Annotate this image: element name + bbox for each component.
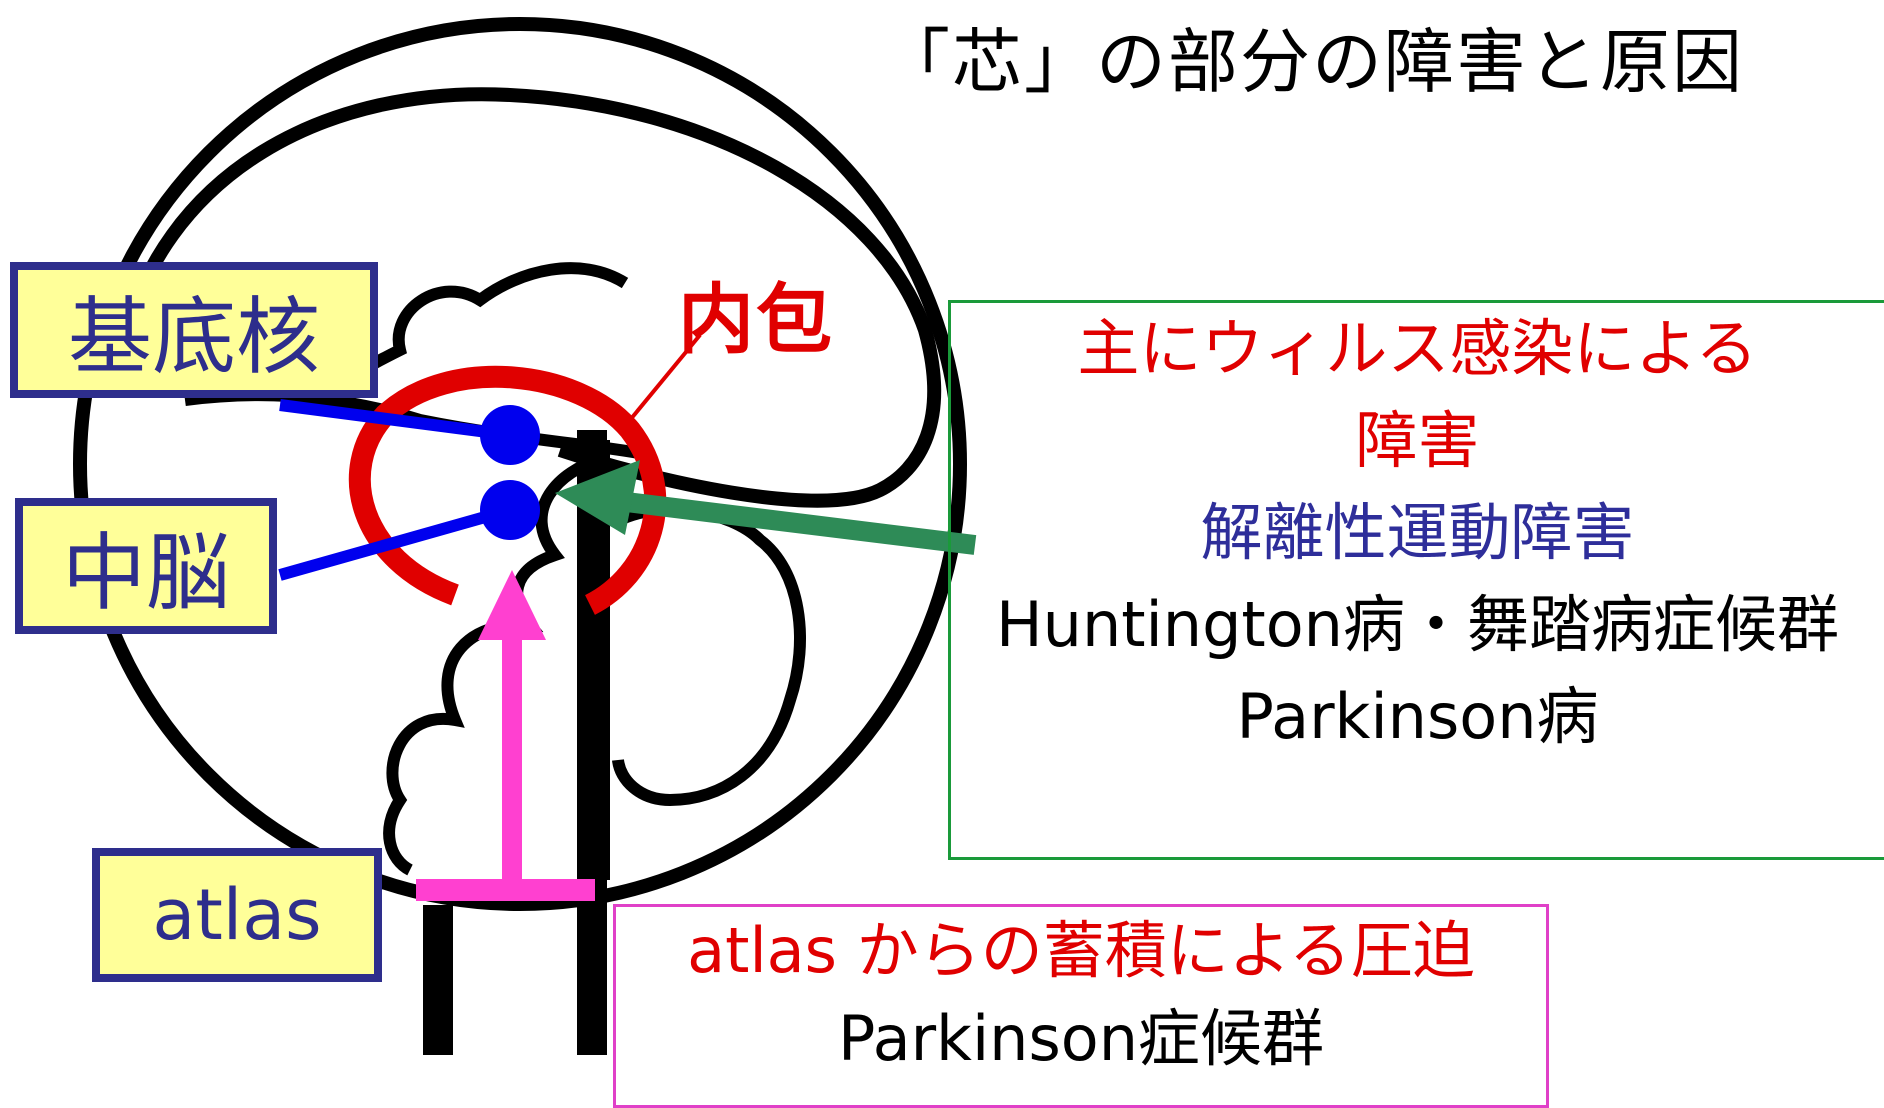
info-line-4: Huntington病・舞踏病症候群	[996, 588, 1839, 661]
basal-ganglia-dot	[480, 405, 540, 465]
cause-info-box: 主にウィルス感染による 障害 解離性運動障害 Huntington病・舞踏病症候…	[948, 300, 1884, 860]
midbrain-text: 中脳	[61, 523, 230, 622]
midbrain-label: 中脳	[15, 498, 277, 634]
green-arrow-head	[555, 460, 640, 535]
page-title: 「芯」の部分の障害と原因	[880, 21, 1744, 103]
head-outline	[73, 17, 967, 911]
info-line-1: 主にウィルス感染による	[1077, 312, 1758, 385]
midbrain-connector	[278, 504, 512, 581]
pink-arrow-head	[478, 570, 546, 640]
atlas-info-line-1: atlas からの蓄積による圧迫	[687, 914, 1475, 987]
info-line-2: 障害	[1355, 404, 1480, 477]
info-line-5: Parkinson病	[1236, 680, 1599, 753]
atlas-text: atlas	[152, 874, 322, 956]
internal-capsule-arc	[348, 365, 667, 615]
basal-ganglia-text: 基底核	[67, 287, 320, 386]
internal-capsule-label: 内包	[678, 275, 834, 364]
midbrain-dot	[480, 480, 540, 540]
internal-capsule-leader	[628, 333, 702, 422]
atlas-info-line-2: Parkinson症候群	[837, 1002, 1325, 1075]
atlas-info-box: atlas からの蓄積による圧迫 Parkinson症候群	[613, 904, 1549, 1108]
atlas-label: atlas	[92, 848, 382, 982]
green-arrow-shaft	[608, 490, 977, 555]
brainstem-lobes	[383, 454, 602, 876]
basal-ganglia-label: 基底核	[10, 262, 378, 398]
brain-outline	[113, 87, 942, 508]
info-line-3: 解離性運動障害	[1200, 496, 1635, 569]
basal-ganglia-connector	[279, 399, 511, 441]
